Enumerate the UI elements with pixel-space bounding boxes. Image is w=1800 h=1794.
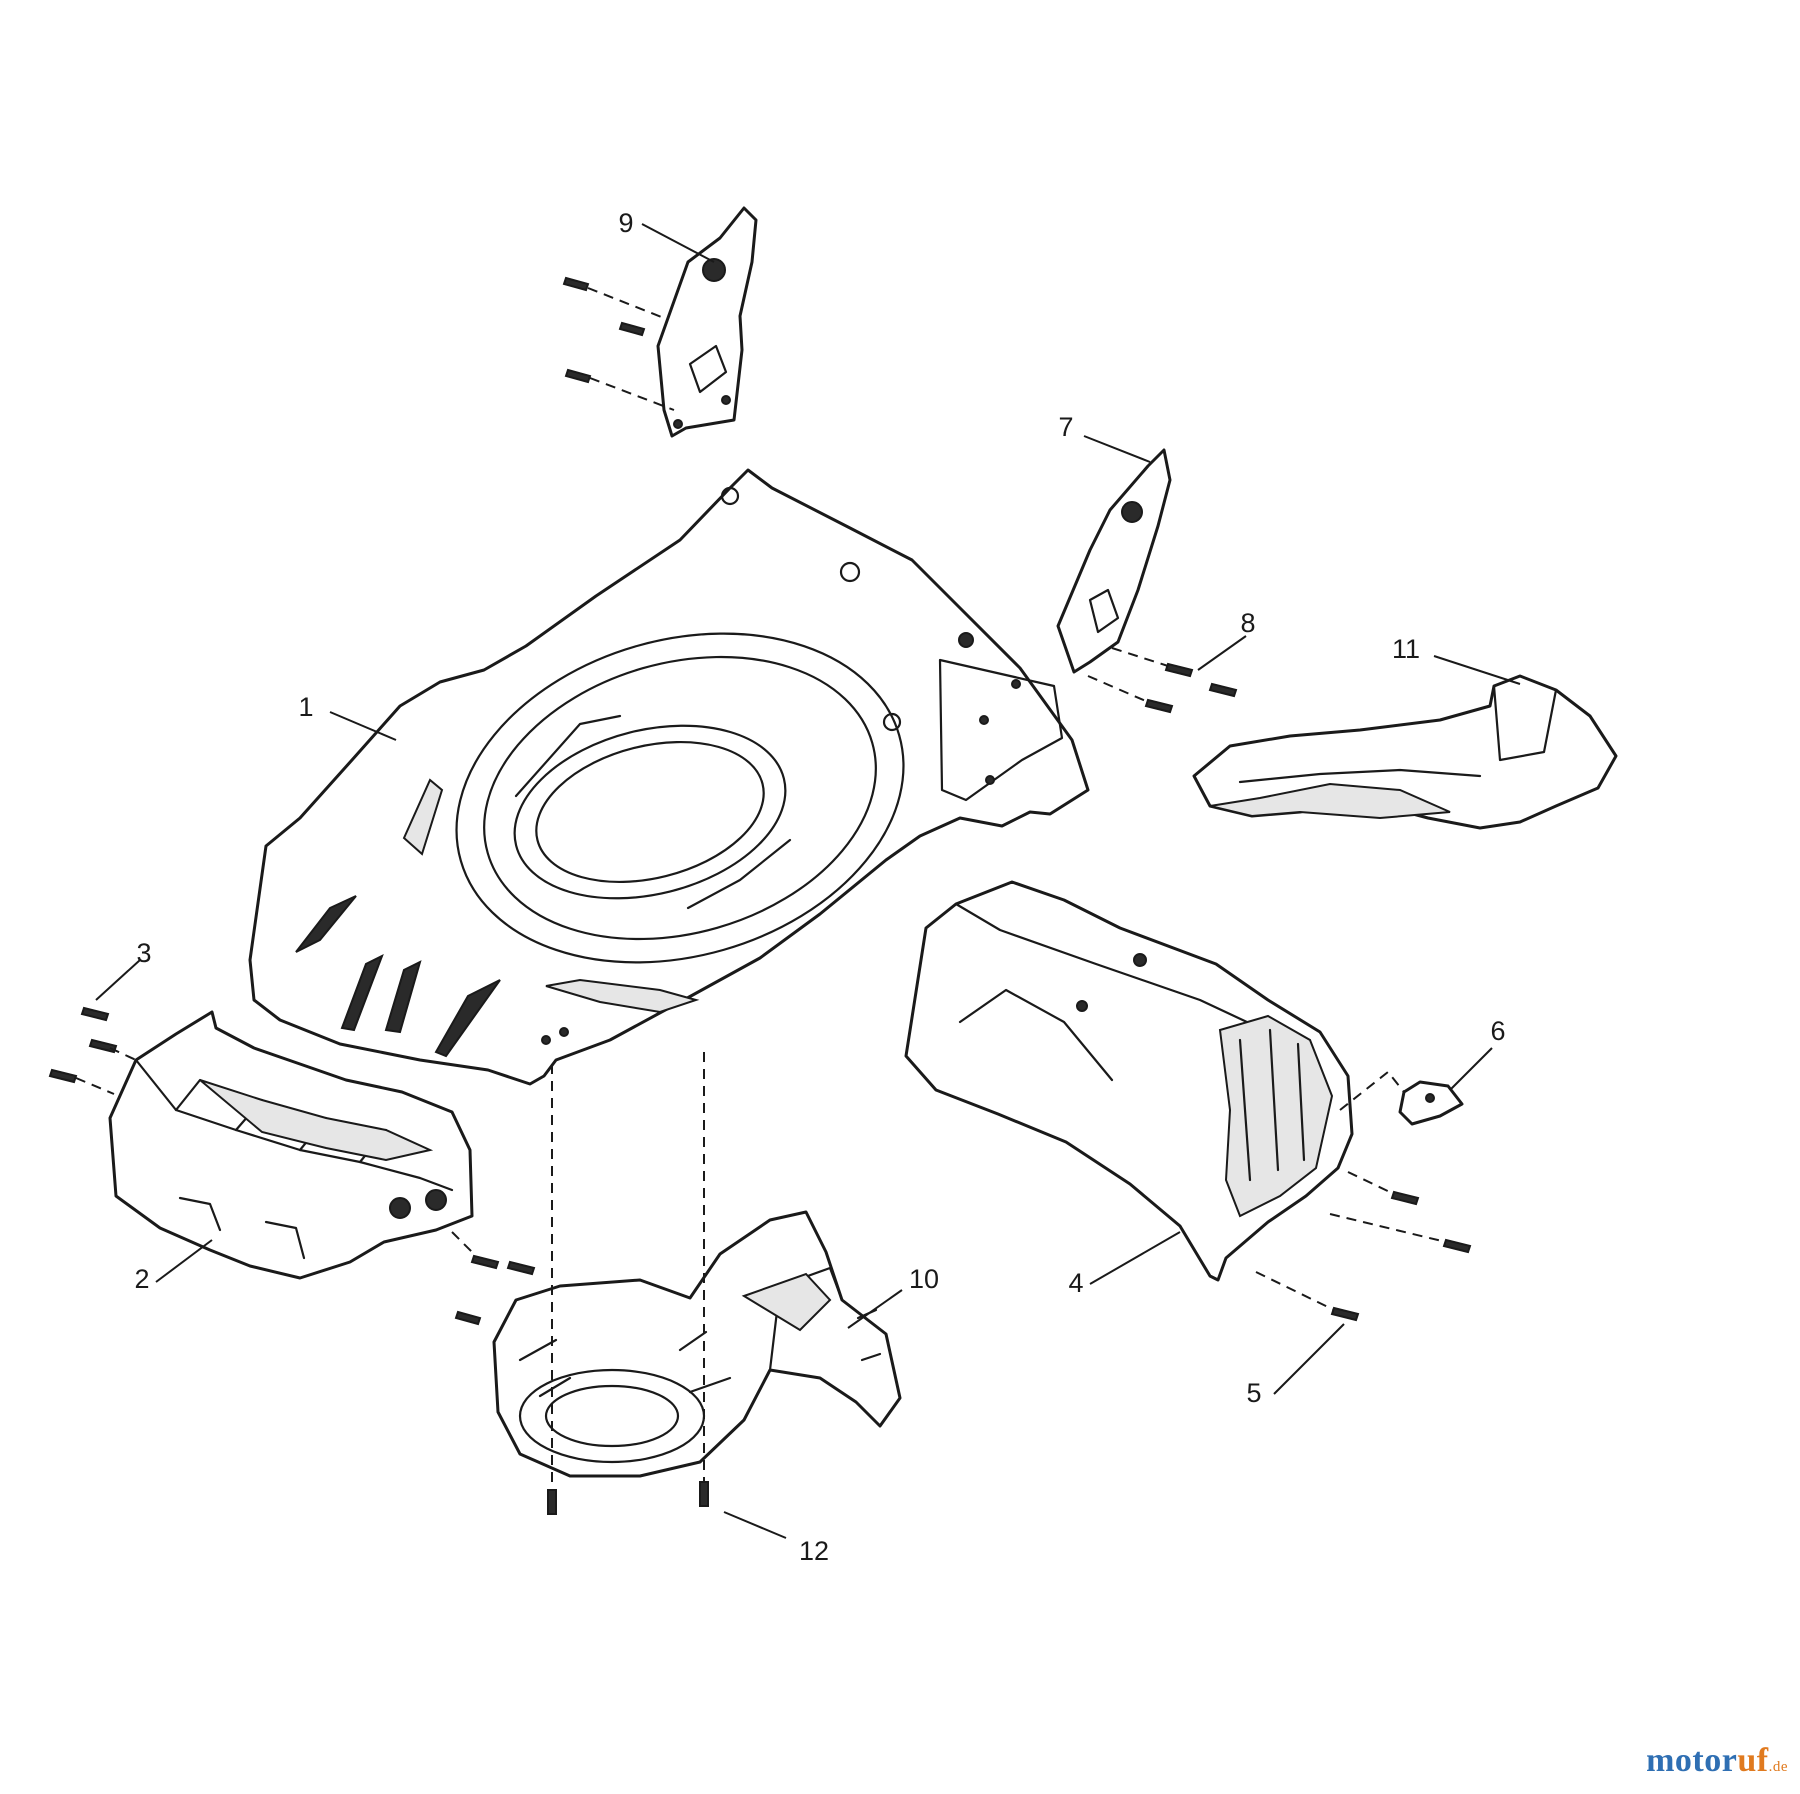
callouts: 1 2 3 4 5 6 7 8 9 10 11 12 [134,208,1505,1566]
callout-10: 10 [909,1264,939,1294]
brand-part2: uf [1737,1742,1769,1779]
callout-7: 7 [1058,412,1073,442]
callout-9: 9 [618,208,633,238]
part-10-mulch-baffle [492,1210,902,1478]
screws-part-8 [1087,647,1238,714]
brand-part1: motor [1646,1742,1738,1779]
callout-6: 6 [1490,1016,1505,1046]
callout-2: 2 [134,1264,149,1294]
screws-part-12 [454,1310,709,1515]
screws-part-3 [48,1006,536,1276]
callout-4: 4 [1068,1268,1083,1298]
callout-8: 8 [1240,608,1255,638]
screws-part-5 [1255,1171,1472,1322]
part-1-deck-housing [248,468,1090,1086]
callout-1: 1 [298,692,313,722]
callout-5: 5 [1246,1378,1261,1408]
part-7-handle-bracket [1056,448,1172,674]
part-2-front-bumper [108,1010,474,1280]
assembly-lines [551,1052,705,1490]
leader-lines [95,223,1521,1539]
part-4-rear-chute [904,880,1354,1282]
part-9-handle-bracket [656,206,758,438]
part-6-clip-plate [1339,1070,1464,1126]
watermark-logo: motoruf.de [1646,1742,1788,1780]
screws-part-9 [562,276,675,411]
brand-tld: .de [1768,1759,1788,1775]
callout-3: 3 [136,938,151,968]
callout-11: 11 [1392,634,1420,664]
part-11-rear-flap [1192,674,1618,830]
callout-12: 12 [799,1536,829,1566]
